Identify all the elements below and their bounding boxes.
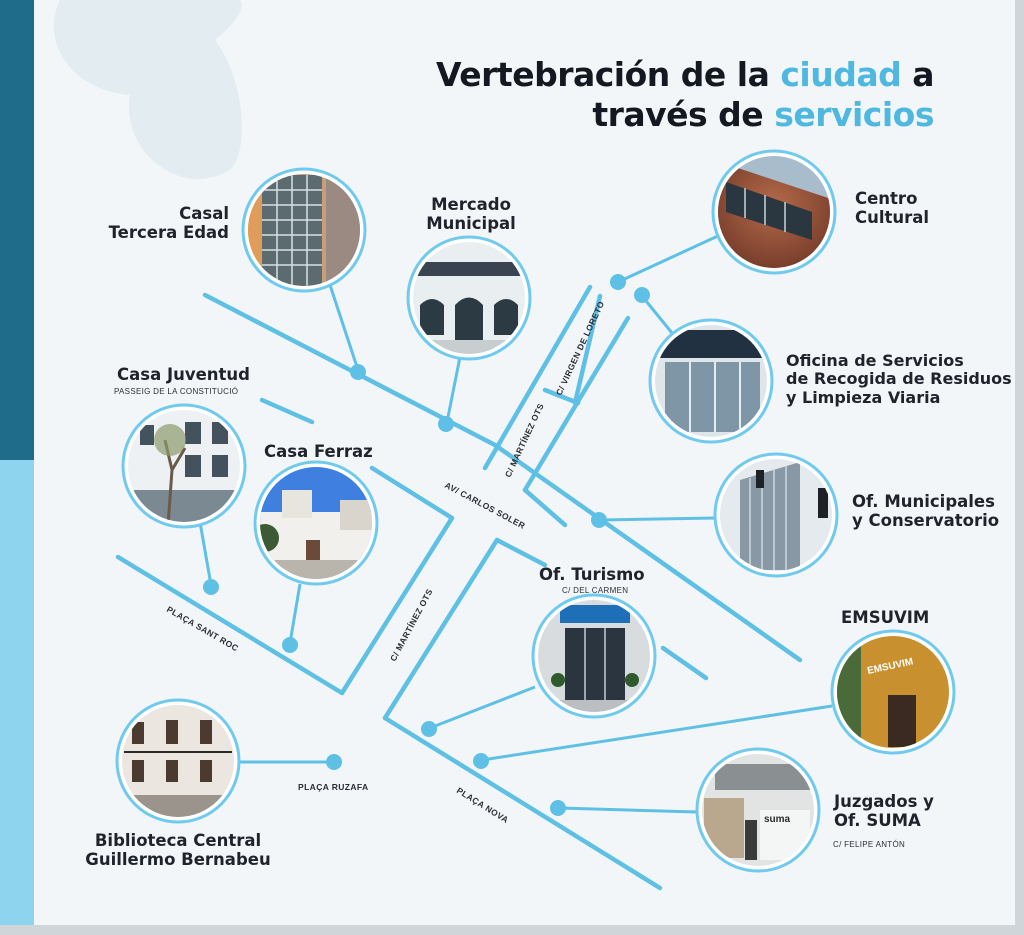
label-ferraz-line1: Casa Ferraz bbox=[264, 442, 373, 461]
label-turismo-sub: C/ DEL CARMEN bbox=[562, 586, 629, 595]
label-mercado-line2: Municipal bbox=[426, 213, 516, 233]
label-mercado-line1: Mercado bbox=[431, 195, 511, 214]
stop-dot-casal bbox=[350, 364, 366, 380]
photo-juzgados: suma bbox=[695, 747, 821, 873]
label-biblioteca-line2: Guillermo Bernabeu bbox=[85, 849, 271, 869]
photo-centro bbox=[711, 149, 837, 275]
label-centro: Centro Cultural bbox=[855, 189, 930, 228]
title-text-1a: Vertebración de la bbox=[436, 55, 781, 94]
stop-dot-juzgados bbox=[550, 800, 566, 816]
label-ofmun: Of. Municipales y Conservatorio bbox=[852, 492, 1000, 531]
connector-centro bbox=[617, 233, 721, 284]
photo-oficina bbox=[648, 318, 774, 444]
title-text-2a: través de bbox=[592, 95, 775, 135]
label-centro-line1: Centro bbox=[855, 189, 918, 208]
label-casajuv-line1: Casa Juventud bbox=[117, 365, 250, 384]
stop-dot-mercado bbox=[438, 416, 454, 432]
label-oficina-line1: Oficina de Servicios bbox=[786, 351, 964, 370]
label-ferraz: Casa Ferraz bbox=[264, 442, 373, 462]
bottom-edge bbox=[0, 925, 1024, 935]
street-label-sant-roc: PLAÇA SANT ROC bbox=[165, 604, 240, 653]
title-line-1: Vertebración de la ciudad a bbox=[436, 55, 934, 95]
stop-dot-casajuv bbox=[203, 579, 219, 595]
photo-mercado bbox=[406, 235, 532, 361]
photo-casajuv bbox=[121, 403, 247, 529]
title-highlight-ciudad: ciudad bbox=[780, 55, 902, 94]
label-oficina: Oficina de Servicios de Recogida de Resi… bbox=[786, 351, 1012, 407]
street-sant-roc bbox=[115, 554, 345, 696]
stop-dot-emsuvim bbox=[473, 753, 489, 769]
street-virgen-loreto bbox=[572, 293, 603, 406]
street-martinez-ots-south bbox=[339, 515, 455, 696]
street-cross-link bbox=[542, 387, 581, 406]
sidebar-light-band bbox=[0, 460, 34, 935]
connector-casajuv bbox=[198, 521, 213, 586]
street-placa-nova bbox=[382, 715, 663, 891]
connector-turismo bbox=[429, 685, 536, 730]
street-constitucio bbox=[259, 397, 315, 425]
decorative-cloud-shape bbox=[53, 0, 242, 180]
label-juzgados-line1: Juzgados y bbox=[834, 792, 934, 811]
sidebar-dark-band bbox=[0, 0, 34, 460]
label-emsuvim-line1: EMSUVIM bbox=[841, 608, 930, 627]
label-ofmun-line1: Of. Municipales bbox=[852, 492, 995, 511]
connector-juzgados bbox=[559, 806, 698, 814]
street-ferraz-link bbox=[369, 465, 455, 521]
page-title: Vertebración de la ciudad a través de se… bbox=[436, 55, 934, 136]
label-mercado: Mercado Municipal bbox=[415, 195, 527, 234]
label-oficina-line2: de Recogida de Residuos bbox=[786, 369, 1012, 389]
label-centro-line2: Cultural bbox=[855, 207, 930, 227]
stop-dot-centro bbox=[610, 274, 626, 290]
connector-oficina bbox=[640, 295, 674, 334]
photo-turismo bbox=[531, 593, 657, 719]
street-label-carlos-soler: AV/ CARLOS SOLER bbox=[443, 480, 527, 531]
stop-dot-turismo bbox=[421, 721, 437, 737]
title-line-2: través de servicios bbox=[436, 95, 934, 135]
connector-ferraz bbox=[288, 583, 302, 644]
label-juzgados-line2: Of. SUMA bbox=[834, 810, 921, 830]
photo-casal bbox=[241, 167, 367, 293]
right-edge bbox=[1015, 0, 1024, 935]
photo-biblioteca bbox=[115, 698, 241, 824]
label-casajuv-sub: PASSEIG DE LA CONSTITUCIÓ bbox=[114, 387, 239, 396]
label-ofmun-line2: y Conservatorio bbox=[852, 510, 1000, 530]
street-loreto-end bbox=[522, 487, 568, 528]
photo-ofmun bbox=[713, 452, 839, 578]
label-oficina-line3: y Limpieza Viaria bbox=[786, 387, 941, 407]
street-martinez-ots-north bbox=[482, 284, 593, 471]
connector-mercado bbox=[445, 356, 462, 423]
title-highlight-servicios: servicios bbox=[774, 95, 934, 135]
label-turismo-line1: Of. Turismo bbox=[539, 565, 645, 584]
label-biblioteca: Biblioteca Central Guillermo Bernabeu bbox=[85, 831, 271, 870]
stop-dot-biblioteca bbox=[326, 754, 342, 770]
label-casal-line1: Casal bbox=[179, 204, 229, 223]
label-juzgados: Juzgados y Of. SUMA bbox=[834, 792, 934, 831]
street-carlos-soler-east bbox=[492, 442, 803, 663]
stop-dot-ofmun bbox=[591, 512, 607, 528]
connector-emsuvim bbox=[481, 704, 833, 762]
street-turismo-east bbox=[660, 645, 709, 681]
connector-casal bbox=[328, 284, 360, 371]
street-label-ruzafa: PLAÇA RUZAFA bbox=[298, 782, 369, 792]
label-juzgados-sub: C/ FELIPE ANTÓN bbox=[833, 840, 906, 849]
label-biblioteca-line1: Biblioteca Central bbox=[94, 831, 262, 850]
label-turismo: Of. Turismo bbox=[539, 565, 645, 585]
street-network bbox=[115, 284, 803, 891]
photo-ferraz bbox=[253, 460, 379, 586]
stop-dot-ferraz bbox=[282, 637, 298, 653]
title-text-1b: a bbox=[901, 55, 934, 94]
street-carmen-west bbox=[382, 537, 500, 721]
label-casajuv: Casa Juventud bbox=[117, 365, 250, 385]
label-casal-line2: Tercera Edad bbox=[108, 222, 229, 242]
label-casal: Casal Tercera Edad bbox=[108, 204, 229, 243]
svg-text:suma: suma bbox=[764, 814, 791, 825]
connector-ofmun bbox=[599, 516, 717, 522]
street-loreto-south bbox=[522, 315, 631, 493]
street-carmen-link bbox=[494, 537, 548, 568]
photo-emsuvim: EMSUVIM bbox=[830, 629, 956, 755]
stop-dot-oficina bbox=[634, 287, 650, 303]
label-emsuvim: EMSUVIM bbox=[841, 608, 930, 628]
